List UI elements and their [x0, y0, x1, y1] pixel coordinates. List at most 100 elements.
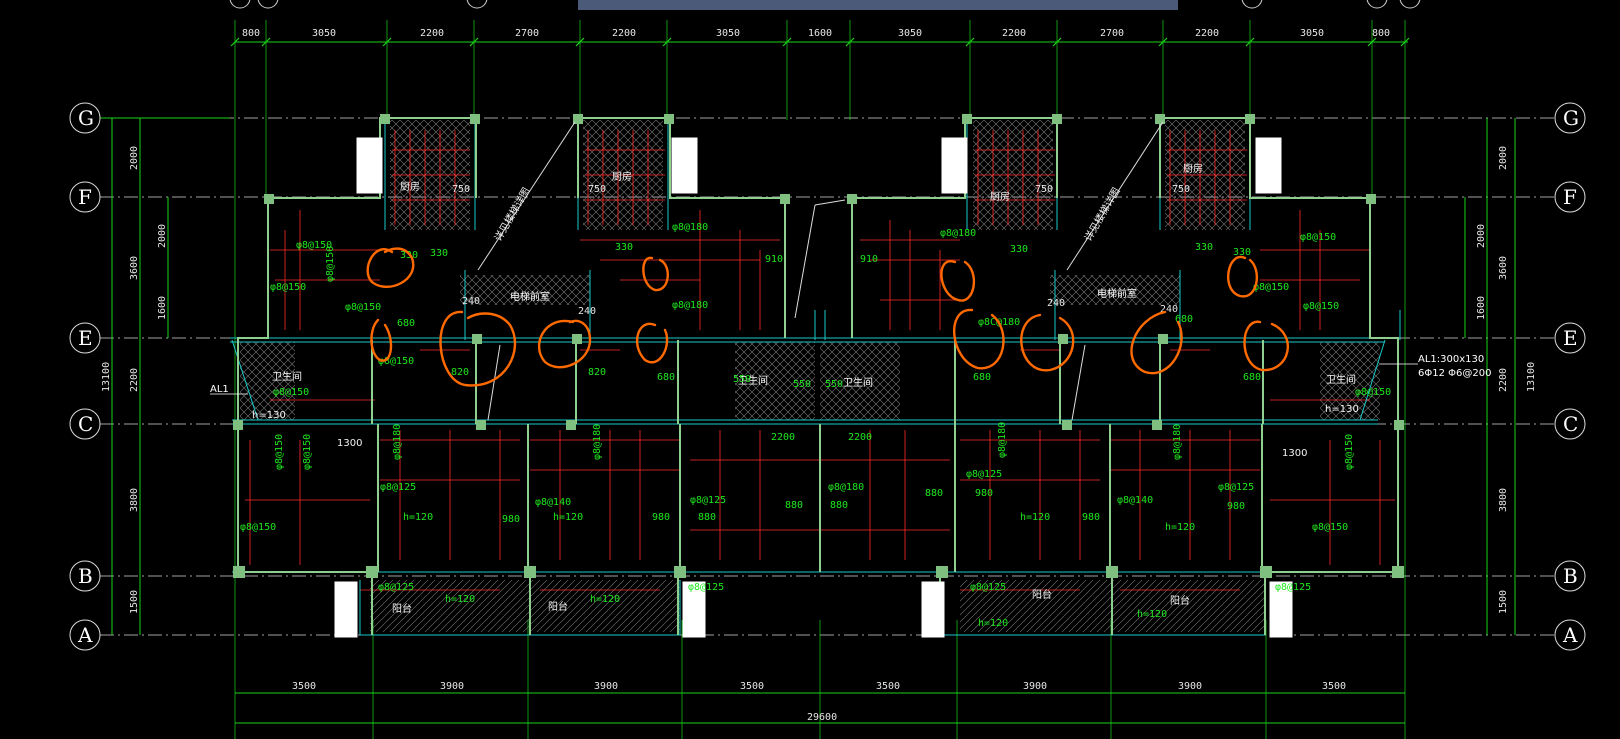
markup-circle[interactable]	[1130, 310, 1183, 375]
top-dim: 800	[1372, 28, 1390, 39]
shaft-box	[334, 581, 358, 638]
dim-label: 880	[925, 488, 943, 499]
markup-circle[interactable]	[370, 318, 393, 362]
right-dim: 3600	[1498, 256, 1509, 280]
rebar-label: φ8@150	[1300, 232, 1336, 243]
window-top-bar	[578, 0, 1178, 10]
markup-circle[interactable]	[1243, 320, 1289, 372]
axis-letter: F	[78, 185, 92, 209]
bottom-dimension-labels: 3500 3900 3900 3500 3500 3900 3900 3500 …	[292, 681, 1346, 723]
rebar-label: φ8@180	[1172, 424, 1183, 460]
bottom-dim: 3500	[292, 681, 316, 692]
rebar-label: φ8@150	[240, 522, 276, 533]
rebar-label: φ8@180	[392, 424, 403, 460]
dim-label: 750	[1172, 184, 1190, 195]
slab-thickness: h=120	[978, 618, 1008, 629]
right-sub-dim: 1600	[1476, 296, 1487, 320]
dim-label: 750	[452, 184, 470, 195]
dim-label: 980	[975, 488, 993, 499]
markup-circle[interactable]	[635, 322, 669, 364]
slab-thickness: h=120	[445, 594, 475, 605]
shaft-box	[941, 137, 968, 194]
rebar-label: φ8@150	[1253, 282, 1289, 293]
thickness-labels: h=120 h=120 h=120 h=120 h=120 h=120 h=12…	[252, 404, 1359, 629]
dim-label: 1300	[1282, 448, 1307, 459]
vertical-grid-lines	[234, 20, 1406, 739]
dim-label: 980	[1082, 512, 1100, 523]
left-dim: 3800	[129, 488, 140, 512]
room-label-toilet: 卫生间	[1326, 373, 1356, 386]
axis-bubble	[1554, 102, 1586, 134]
room-label-balcony: 阳台	[1170, 594, 1190, 607]
rebar-labels: φ8@150 φ8@150 φ8@150 φ8@150 φ8@150 φ8@15…	[240, 222, 1391, 593]
markup-circle[interactable]	[1020, 313, 1075, 372]
axis-letter: G	[1563, 106, 1579, 130]
slab-thickness: h=120	[553, 512, 583, 523]
dim-label: 240	[1160, 304, 1178, 315]
left-dim: 2000	[129, 146, 140, 170]
top-axis-bubbles	[229, 0, 1421, 9]
rebar-label: φ8@125	[1275, 582, 1311, 593]
axis-letter: A	[1562, 623, 1578, 647]
top-dim: 2700	[1100, 28, 1124, 39]
axis-bubble	[1554, 560, 1586, 592]
bottom-dim: 3900	[440, 681, 464, 692]
axis-bubble	[69, 102, 101, 134]
shaft-box	[921, 581, 945, 638]
dim-label: 550	[733, 374, 751, 385]
markup-circle[interactable]	[952, 308, 1005, 370]
rebar-label: φ8@150	[378, 356, 414, 367]
dim-label: 750	[588, 184, 606, 195]
axis-bubble	[1554, 619, 1586, 651]
bottom-dim: 3900	[594, 681, 618, 692]
top-dim: 2700	[515, 28, 539, 39]
room-label-kitchen: 厨房	[612, 170, 632, 183]
axis-letter: E	[78, 326, 93, 350]
markup-circle[interactable]	[537, 319, 592, 369]
dim-label: 2200	[771, 432, 795, 443]
room-label-kitchen: 厨房	[990, 190, 1010, 203]
dim-label: 680	[973, 372, 991, 383]
room-label-balcony: 阳台	[548, 600, 568, 613]
axis-bubble	[1554, 408, 1586, 440]
left-dimension-labels: 2000 3600 2200 3800 1500 2000 1600 13100	[101, 146, 168, 614]
dim-label: 330	[1195, 242, 1213, 253]
right-dim: 1500	[1498, 590, 1509, 614]
room-label-toilet: 卫生间	[843, 376, 873, 389]
rebar-label: φ8@150	[273, 387, 309, 398]
axis-letter: A	[77, 623, 93, 647]
top-dim: 800	[242, 28, 260, 39]
markup-circle[interactable]	[366, 247, 415, 288]
dim-label: 550	[825, 379, 843, 390]
top-dim: 1600	[808, 28, 832, 39]
markup-circle[interactable]	[1227, 255, 1258, 298]
markup-annotations[interactable]	[366, 247, 1289, 387]
left-dim: 3600	[129, 256, 140, 280]
dim-label: 880	[830, 500, 848, 511]
axis-bubble	[69, 181, 101, 213]
right-dimension-lines	[1464, 118, 1516, 635]
dim-label: 880	[698, 512, 716, 523]
axis-letter: G	[78, 106, 94, 130]
rebar-label: φ8@150	[302, 434, 313, 470]
top-dimension-line	[230, 37, 1410, 47]
shaft-boxes	[334, 137, 1293, 638]
bottom-dim: 3500	[740, 681, 764, 692]
top-dimension-labels: 800 3050 2200 2700 2200 3050 1600 3050 2…	[242, 28, 1390, 39]
markup-circle[interactable]	[642, 256, 669, 292]
left-dim: 1500	[129, 590, 140, 614]
axis-letter: B	[78, 564, 93, 588]
dim-label: 680	[397, 318, 415, 329]
dim-label: 330	[1233, 247, 1251, 258]
room-label-balcony: 阳台	[392, 602, 412, 615]
rebar-label: φ8@125	[378, 582, 414, 593]
axis-bubbles-right: G F E C B A	[1554, 102, 1586, 651]
rebar-label: φ8@150	[325, 246, 336, 282]
dim-label: 680	[657, 372, 675, 383]
slab-thickness: h=130	[1325, 404, 1359, 415]
markup-circle[interactable]	[439, 310, 517, 387]
beam-rebar-right: 6Φ12 Φ6@200	[1418, 368, 1491, 379]
axis-bubble	[69, 619, 101, 651]
markup-circle[interactable]	[940, 260, 976, 302]
